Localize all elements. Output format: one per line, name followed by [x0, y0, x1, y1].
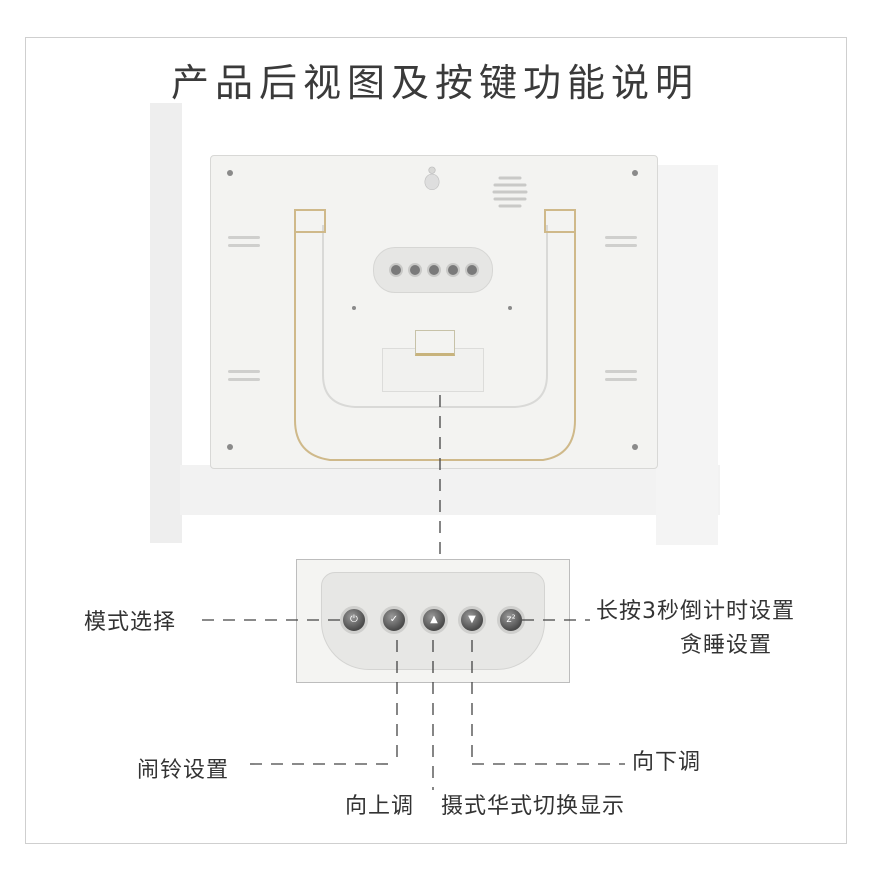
- screw-bottom-right: [632, 444, 638, 450]
- speaker-grille-icon: [492, 176, 528, 208]
- vent-right-top: [605, 236, 637, 239]
- screw-top-right: [632, 170, 638, 176]
- vent-left-bottom: [228, 378, 260, 381]
- vent-left-bottom: [228, 370, 260, 373]
- screw-top-left: [227, 170, 233, 176]
- background-block-bottom: [180, 465, 720, 515]
- down-triangle-icon[interactable]: ▼: [458, 606, 486, 634]
- label-mode-select: 模式选择: [84, 610, 177, 635]
- device-button-alarm[interactable]: [408, 263, 422, 277]
- vent-left-top: [228, 244, 260, 247]
- background-block-left: [150, 103, 182, 543]
- device-button-mode[interactable]: [389, 263, 403, 277]
- label-up-adjust: 向上调: [345, 794, 415, 819]
- device-button-snooze[interactable]: [465, 263, 479, 277]
- device-button-up[interactable]: [427, 263, 441, 277]
- battery-latch: [415, 330, 455, 356]
- bell-icon[interactable]: ✓: [380, 606, 408, 634]
- label-temperature-unit: 摄式华式切换显示: [441, 794, 626, 819]
- power-icon[interactable]: ⏻: [340, 606, 368, 634]
- label-snooze-setting: 贪睡设置: [680, 633, 773, 658]
- page-title: 产品后视图及按键功能说明: [170, 61, 699, 105]
- screw-mid-left: [352, 306, 356, 310]
- up-triangle-icon[interactable]: ▲: [420, 606, 448, 634]
- screw-bottom-left: [227, 444, 233, 450]
- screw-mid-right: [508, 306, 512, 310]
- label-alarm-setting: 闹铃设置: [137, 758, 230, 783]
- vent-right-bottom: [605, 370, 637, 373]
- fold-stand: [294, 209, 576, 461]
- hanging-hole-icon: [424, 166, 440, 191]
- vent-right-bottom: [605, 378, 637, 381]
- border-frame: [25, 37, 847, 844]
- label-timer-setting: 长按3秒倒计时设置: [596, 599, 795, 624]
- device-back-panel: [210, 155, 658, 469]
- vent-right-top: [605, 244, 637, 247]
- label-down-adjust: 向下调: [632, 750, 702, 775]
- device-button-down[interactable]: [446, 263, 460, 277]
- snooze-icon[interactable]: z²: [497, 606, 525, 634]
- vent-left-top: [228, 236, 260, 239]
- zoomed-button-panel: [296, 559, 570, 683]
- background-block-right: [656, 165, 718, 545]
